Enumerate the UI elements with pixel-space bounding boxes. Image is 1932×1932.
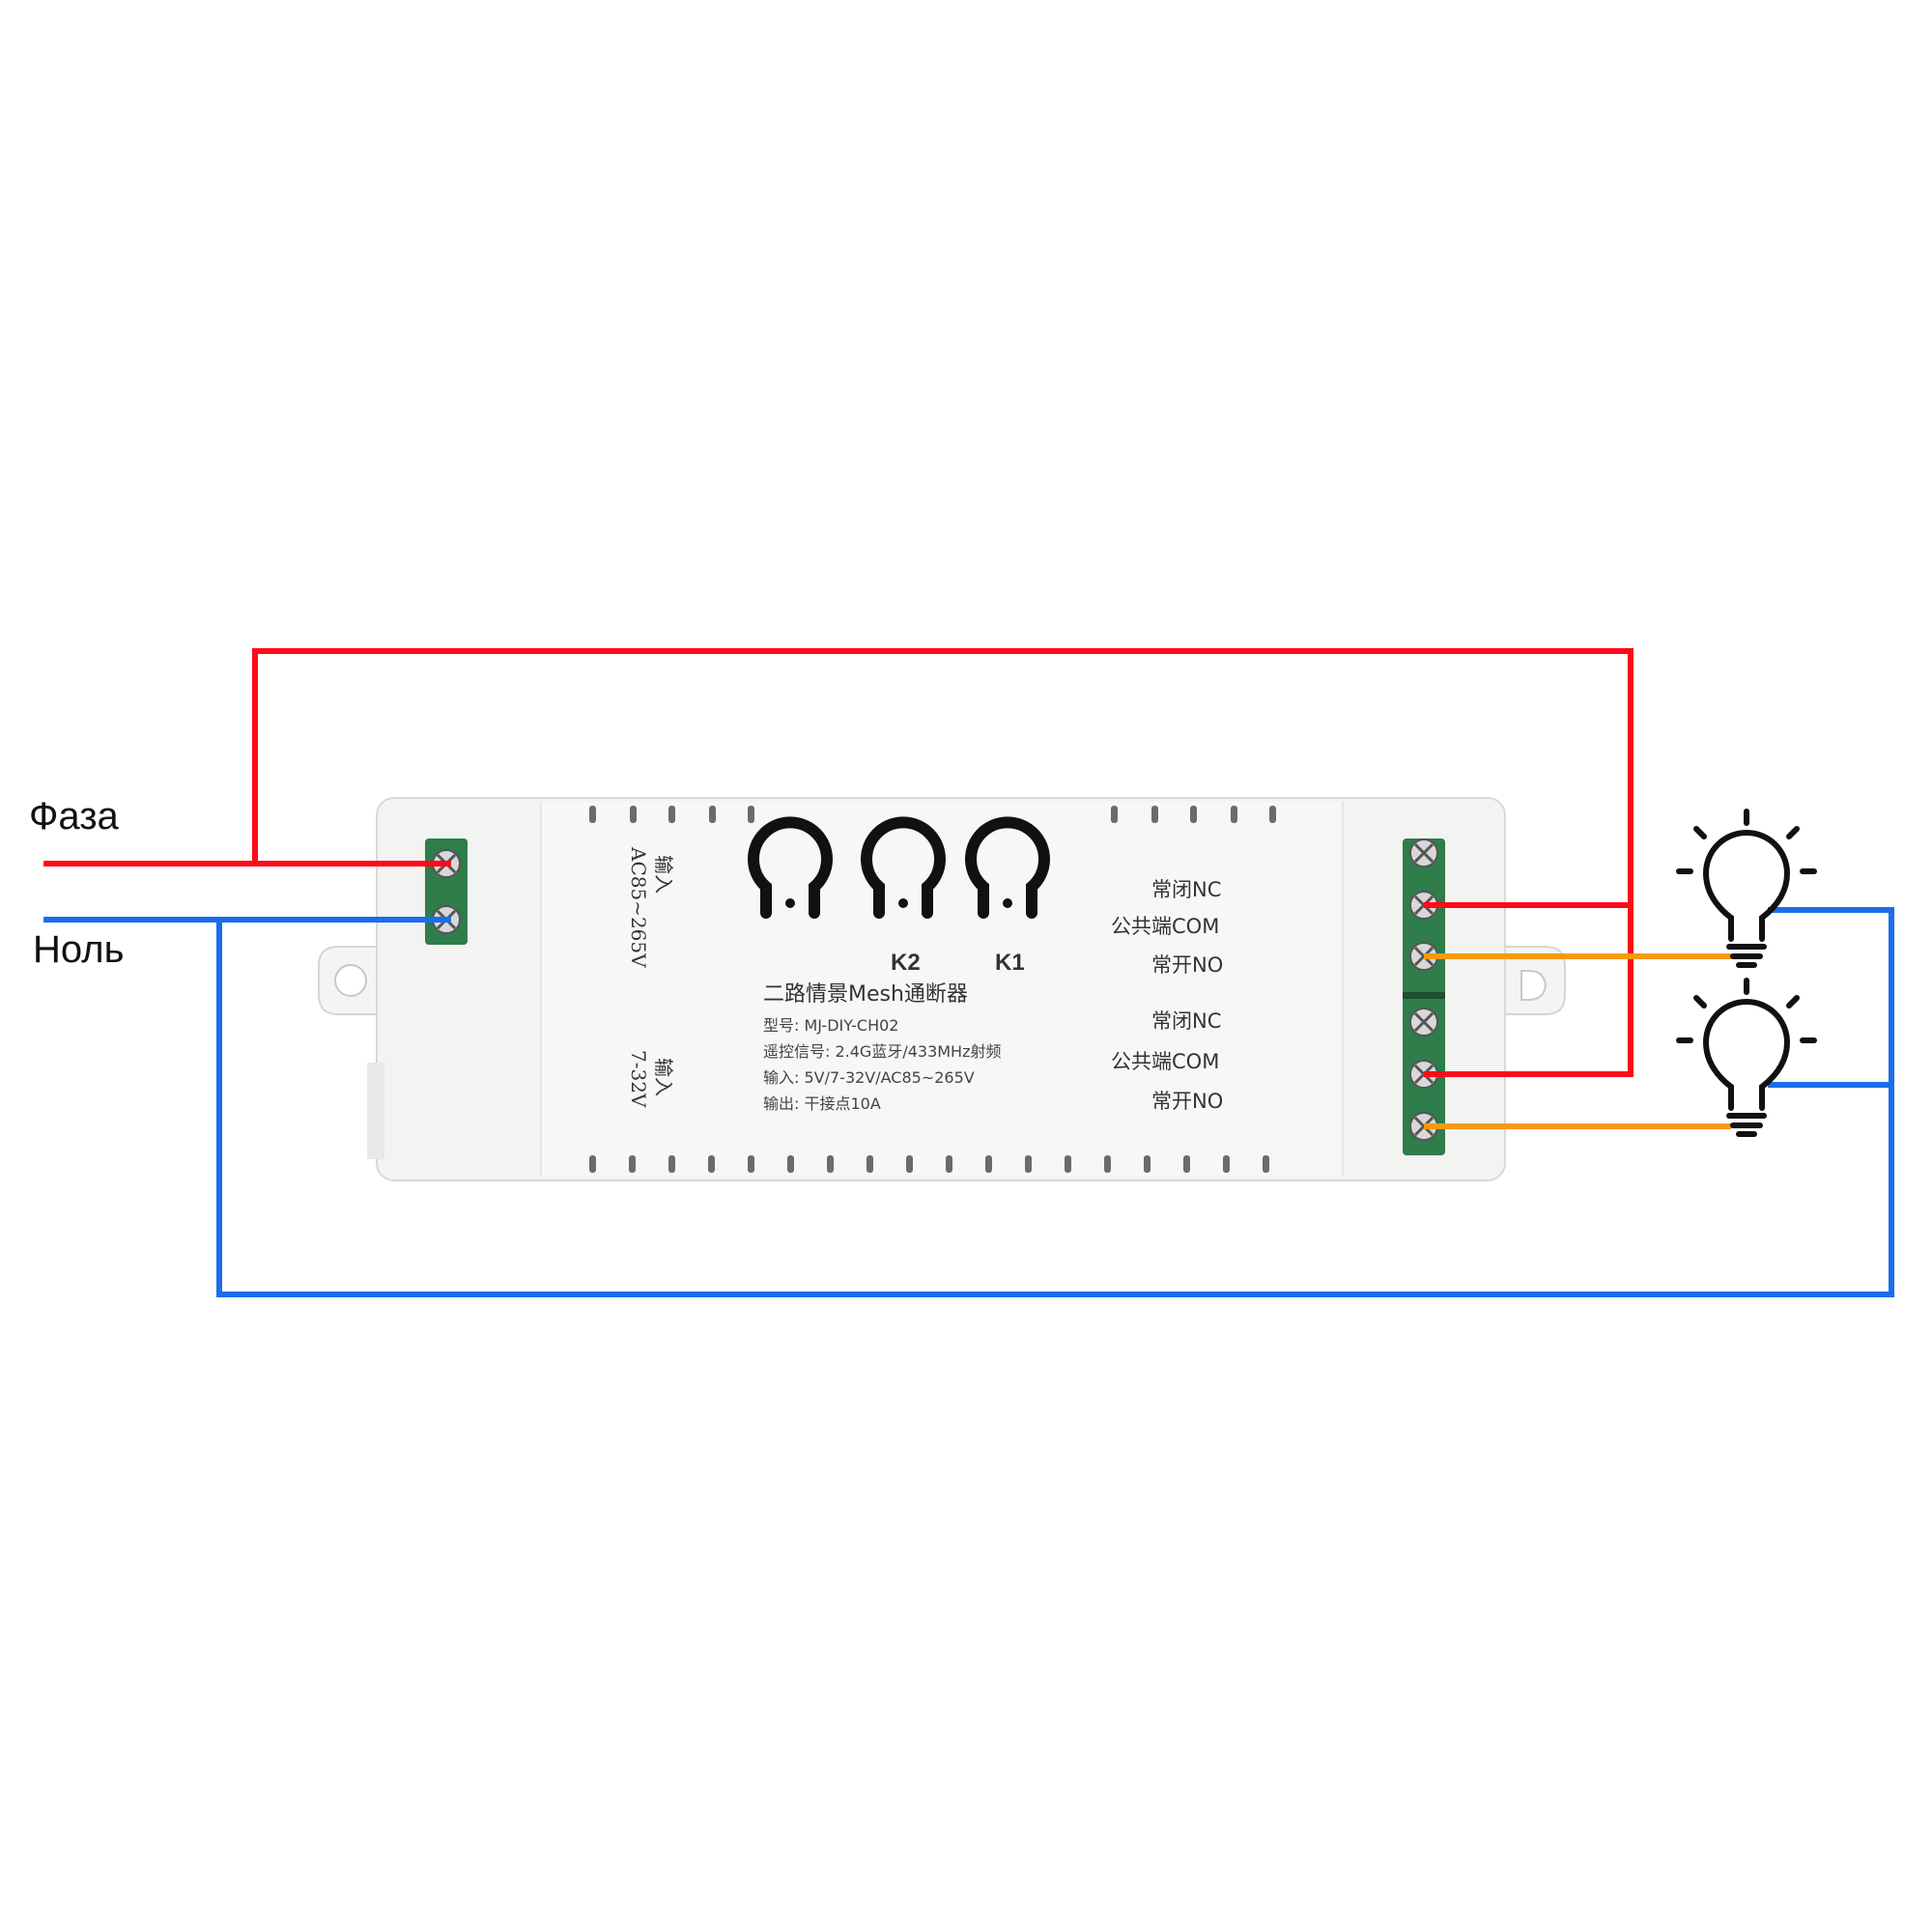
label-k1: K1 xyxy=(995,950,1025,976)
vent-slot xyxy=(1111,806,1118,823)
light-bulb-icon xyxy=(1676,809,1817,968)
input-ac-range: AC85~265V xyxy=(627,846,650,968)
vent-slot xyxy=(1104,1155,1111,1173)
vent-slot xyxy=(1183,1155,1190,1173)
button-keyhole-1 xyxy=(748,816,833,919)
vent-slot xyxy=(1144,1155,1151,1173)
label-phase: Фаза xyxy=(29,795,120,838)
product-remote: 遥控信号: 2.4G蓝牙/433MHz射频 xyxy=(763,1042,1002,1061)
vent-slot xyxy=(1269,806,1276,823)
vent-slot xyxy=(1263,1155,1269,1173)
vent-slot xyxy=(1231,806,1237,823)
terminal-label-nc-1: 常闭NC xyxy=(1151,878,1221,901)
vent-slot xyxy=(748,1155,754,1173)
vent-slot xyxy=(589,1155,596,1173)
vent-slot xyxy=(709,806,716,823)
vent-slot xyxy=(1065,1155,1071,1173)
vent-slot xyxy=(1025,1155,1032,1173)
button-keyhole-3 xyxy=(965,816,1050,919)
terminal-label-com-1: 公共端COM xyxy=(1111,915,1219,938)
input-dc-range: 7-32V xyxy=(627,1050,650,1108)
input-dc-label: 输入 xyxy=(652,1058,675,1096)
button-keyhole-2 xyxy=(861,816,946,919)
neutral-wire xyxy=(43,907,1894,1297)
screw-terminal-icon xyxy=(1409,1008,1438,1037)
vent-slot xyxy=(946,1155,952,1173)
vent-slot xyxy=(589,806,596,823)
vent-slot xyxy=(629,1155,636,1173)
vent-slot xyxy=(1223,1155,1230,1173)
product-input: 输入: 5V/7-32V/AC85~265V xyxy=(763,1068,975,1087)
terminal-label-no-1: 常开NO xyxy=(1151,953,1223,977)
vent-slot xyxy=(668,806,675,823)
vent-slot xyxy=(630,806,637,823)
vent-slot xyxy=(748,806,754,823)
vent-slot xyxy=(1151,806,1158,823)
label-neutral: Ноль xyxy=(33,928,124,971)
product-model: 型号: MJ-DIY-CH02 xyxy=(763,1016,898,1035)
vent-slot xyxy=(668,1155,675,1173)
vent-slot xyxy=(787,1155,794,1173)
terminal-label-com-2: 公共端COM xyxy=(1111,1050,1219,1073)
vent-slot xyxy=(827,1155,834,1173)
vent-slot xyxy=(867,1155,873,1173)
product-output: 输出: 干接点10A xyxy=(763,1094,881,1113)
vent-slot xyxy=(708,1155,715,1173)
vent-slot xyxy=(906,1155,913,1173)
vent-slot xyxy=(1190,806,1197,823)
terminal-label-nc-2: 常闭NC xyxy=(1151,1009,1221,1033)
light-bulb-icon xyxy=(1676,978,1817,1137)
relay-module: K2 K1 二路情景Mesh通断器 型号: MJ-DIY-CH02 遥控信号: … xyxy=(318,797,1566,1181)
vent-slots-top xyxy=(589,806,1276,823)
vent-slots-bottom xyxy=(589,1155,1269,1173)
terminal-label-no-2: 常开NO xyxy=(1151,1090,1223,1113)
vent-slot xyxy=(985,1155,992,1173)
label-k2: K2 xyxy=(891,950,921,976)
input-ac-label: 输入 xyxy=(652,855,675,894)
phase-wire xyxy=(43,648,1634,1077)
product-title: 二路情景Mesh通断器 xyxy=(763,982,968,1007)
screw-terminal-icon xyxy=(1409,838,1438,867)
